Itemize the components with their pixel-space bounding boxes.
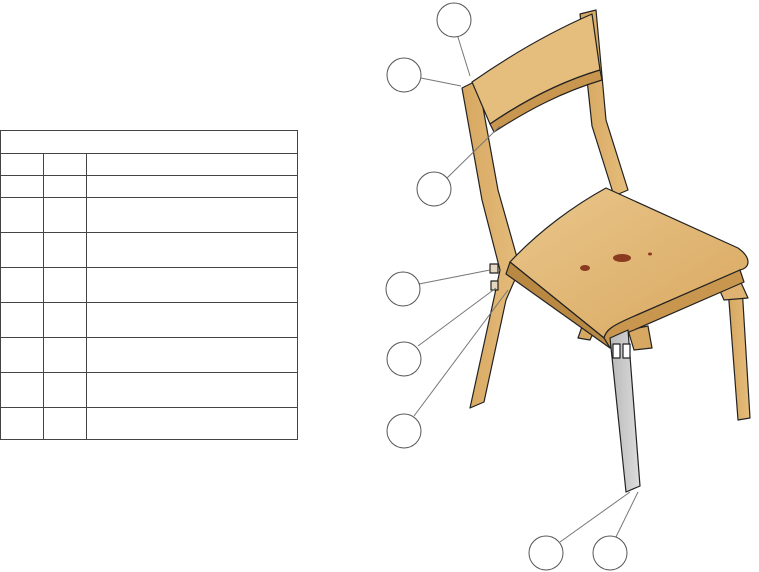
bom-column-divider [43,153,44,439]
leader-line [418,269,491,285]
balloon[interactable] [416,171,452,207]
connector-bottom [490,280,499,291]
balloon[interactable] [528,535,564,571]
seat-knot [613,254,631,262]
seat-panel [509,187,749,339]
leader-line [413,289,509,417]
backrest-top-rail-edge [489,69,603,133]
connector-top [489,263,499,274]
bom-row-divider [1,372,297,373]
balloon[interactable] [592,535,628,571]
balloons [385,2,628,571]
bom-row-divider [1,407,297,408]
leader-line [614,491,639,540]
leader-lines [413,33,639,543]
leader-line [559,491,631,543]
seat-side-edge [505,261,611,349]
front-leg-connector [612,343,621,359]
bom-row-divider [1,337,297,338]
bom-column-divider [86,153,87,439]
bom-row-divider [1,302,297,303]
balloon[interactable] [385,271,421,307]
front-leg-connector [622,343,631,359]
balloon[interactable] [386,57,422,93]
balloon[interactable] [436,2,472,38]
rear-right-leg [727,285,751,421]
leader-line [456,33,471,77]
seat-knot [648,252,652,256]
seat-knot [580,265,590,271]
bom-header-divider [1,175,297,176]
bom-row-divider [1,267,297,268]
front-left-leg [609,329,641,493]
bom-title-row [1,131,297,154]
chair [461,9,751,493]
left-back-stile [461,79,521,409]
bom-row-divider [1,232,297,233]
balloon[interactable] [386,341,422,377]
bom-table [0,130,298,440]
leader-line [417,287,497,347]
balloon[interactable] [386,413,422,449]
leader-line [420,77,462,87]
bom-row-divider [1,197,297,198]
leader-line [446,125,501,179]
